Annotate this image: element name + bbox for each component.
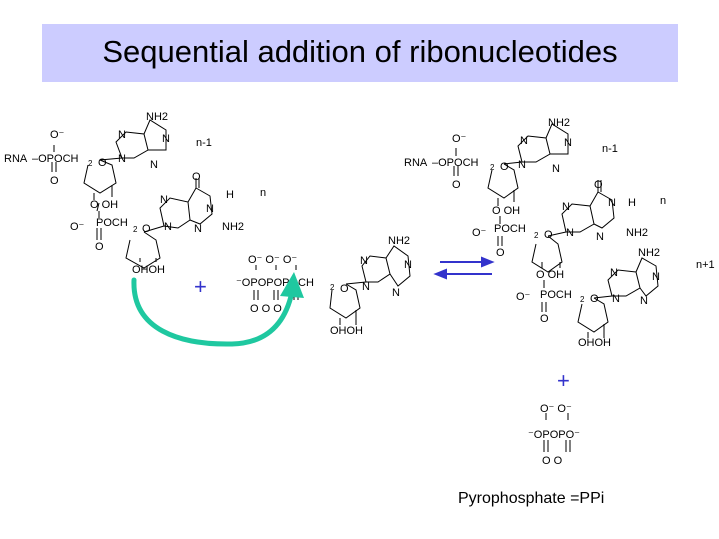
phosphate-o-label: O	[496, 247, 505, 259]
nh2-side-label: NH2	[222, 221, 244, 233]
left-nucleotide-n-minus-1	[51, 119, 167, 200]
n-minus-1-left-label: n-1	[196, 137, 212, 149]
nh2-label: NH2	[388, 235, 410, 247]
n-atom: N	[518, 159, 526, 171]
nh2-label: NH2	[548, 117, 570, 129]
poch-label: POCH	[96, 217, 128, 229]
n-plus-1-label: n+1	[696, 259, 715, 271]
n-right-label: n	[660, 195, 666, 207]
n-atom: N	[608, 197, 616, 209]
poch-label: POCH	[494, 223, 526, 235]
n-atom: N	[360, 255, 368, 267]
right-nucleotide-n-plus-1	[541, 257, 659, 338]
subscript-2: 2	[580, 295, 585, 304]
n-atom: N	[118, 153, 126, 165]
plus-sign-products: +	[557, 368, 570, 393]
green-curved-arrow	[131, 272, 304, 347]
o-minus-label: O⁻	[70, 221, 85, 233]
n-atom: N	[640, 295, 648, 307]
ohoh-label: OHOH	[330, 325, 363, 337]
n-atom: N	[610, 267, 618, 279]
ring-o-label: O	[98, 157, 107, 169]
o-oh-label: O OH	[492, 205, 520, 217]
right-nucleotide-n-minus-1	[453, 123, 569, 206]
o-oh-label: O OH	[90, 199, 118, 211]
carbonyl-o-label: O	[192, 171, 201, 183]
n-atom: N	[162, 133, 170, 145]
rna-label: RNA	[404, 157, 428, 169]
left-nucleotide-n	[96, 178, 213, 269]
pyrophosphate-structure	[543, 413, 571, 452]
pp-chain-label: ⁻OPOPO⁻	[528, 429, 580, 441]
n-atom: N	[118, 129, 126, 141]
nh2-label: NH2	[638, 247, 660, 259]
page-title: Sequential addition of ribonucleotides	[102, 34, 618, 69]
n-minus-1-right-label: n-1	[602, 143, 618, 155]
rna-label: RNA	[4, 153, 28, 165]
o-oh-label: O OH	[536, 269, 564, 281]
opoch-label: –OPOCH	[432, 157, 479, 169]
n-atom: N	[596, 231, 604, 243]
ppp-bottom-label: O O O	[250, 303, 282, 315]
n-atom: N	[194, 223, 202, 235]
pyrophosphate-caption: Pyrophosphate =PPi	[458, 490, 605, 507]
o-minus-label: O⁻	[452, 133, 467, 145]
ring-o-label: O	[500, 161, 509, 173]
equilibrium-arrows	[433, 256, 495, 280]
n-atom: N	[652, 271, 660, 283]
h-atom: H	[628, 197, 636, 209]
n-atom: N	[404, 259, 412, 271]
subscript-2: 2	[133, 225, 138, 234]
n-atom: N	[566, 227, 574, 239]
pp-head-label: O⁻ O⁻	[540, 403, 572, 415]
ring-o-label: O	[340, 283, 349, 295]
ring-o-label: O	[142, 223, 151, 235]
title-banner: Sequential addition of ribonucleotides	[42, 24, 678, 82]
n-atom: N	[612, 293, 620, 305]
phosphate-o-label: O	[50, 175, 59, 187]
n-atom: N	[150, 159, 158, 171]
opoch-label: –OPOCH	[32, 153, 79, 165]
plus-sign-reactants: +	[194, 274, 207, 299]
subscript-2: 2	[88, 159, 93, 168]
subscript-2: 2	[330, 283, 335, 292]
o-minus-label: O⁻	[516, 291, 531, 303]
n-left-label: n	[260, 187, 266, 199]
o-minus-label: O⁻	[472, 227, 487, 239]
ohoh-label: OHOH	[578, 337, 611, 349]
nh2-label: NH2	[146, 111, 168, 123]
pp-bottom-label: O O	[542, 455, 563, 467]
poch-label: POCH	[540, 289, 572, 301]
n-atom: N	[206, 203, 214, 215]
n-atom: N	[392, 287, 400, 299]
o-minus-label: O⁻	[50, 129, 65, 141]
ppp-chain-label: ⁻OPOPOPOCH	[236, 277, 314, 289]
nh2-side-label: NH2	[626, 227, 648, 239]
ring-o-label: O	[590, 293, 599, 305]
n-atom: N	[164, 221, 172, 233]
n-atom: N	[564, 137, 572, 149]
n-atom: N	[552, 163, 560, 175]
right-nucleotide-n	[497, 180, 615, 273]
carbonyl-o-label: O	[594, 179, 603, 191]
phosphate-o-label: O	[540, 313, 549, 325]
ppp-head-label: O⁻ O⁻ O⁻	[248, 254, 297, 266]
incoming-triphosphate	[253, 245, 411, 325]
n-atom: N	[160, 194, 168, 206]
phosphate-o-label: O	[95, 241, 104, 253]
phosphate-o-label: O	[452, 179, 461, 191]
n-atom: N	[562, 201, 570, 213]
ohoh-label: OHOH	[132, 264, 165, 276]
subscript-2: 2	[534, 231, 539, 240]
n-atom: N	[362, 281, 370, 293]
ring-o-label: O	[544, 229, 553, 241]
h-atom: H	[226, 189, 234, 201]
n-atom: N	[520, 135, 528, 147]
subscript-2: 2	[490, 163, 495, 172]
